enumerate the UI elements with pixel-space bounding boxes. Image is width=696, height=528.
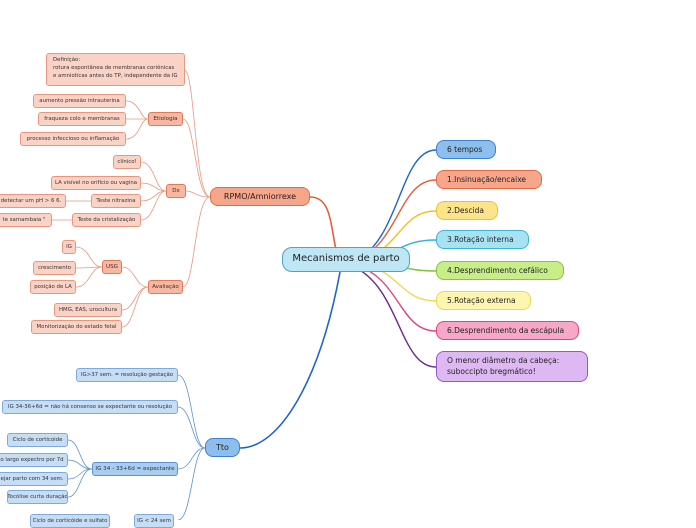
branch-rpmo[interactable]: RPMO/Amniorrexe xyxy=(210,187,310,206)
dx-node[interactable]: Dx xyxy=(166,184,186,198)
branch-rotacao-interna[interactable]: 3.Rotação interna xyxy=(436,230,529,249)
link-menor-diametro xyxy=(355,267,437,368)
link-6-tempos xyxy=(355,149,437,261)
link-rpmo xyxy=(309,196,337,251)
tto-ig34-33[interactable]: IG 34 - 33+6d = expectante xyxy=(92,462,178,476)
branch-desprendimento-cefalico[interactable]: 4.Desprendimento cefálico xyxy=(436,261,564,280)
tto-antibiotico[interactable]: o largo expectro por 7d xyxy=(0,453,68,467)
dx-la-visivel[interactable]: LA visível no orifício ou vagina xyxy=(51,176,141,190)
central-topic[interactable]: Mecanismos de parto xyxy=(282,247,410,272)
definicao-node[interactable]: Definição: rotura espontânea de membrana… xyxy=(46,53,185,86)
tto-bottom-right-partial[interactable]: IG < 24 sem xyxy=(134,514,174,528)
dx-clinico[interactable]: clínico! xyxy=(113,155,141,169)
tto-tocolise[interactable]: Tocólise curta duração xyxy=(7,490,68,504)
tto-ig34-36[interactable]: IG 34-36+6d = não há consenso se expecta… xyxy=(2,400,178,414)
etiologia-item-fraqueza[interactable]: fraqueza colo e membranas xyxy=(38,112,126,126)
branch-descida[interactable]: 2.Descida xyxy=(436,201,498,220)
definicao-line1: rotura espontânea de membranas coriônica… xyxy=(53,64,175,71)
etiologia-item-infeccioso[interactable]: processo infeccioso ou inflamação xyxy=(20,132,126,146)
branch-tto[interactable]: Tto xyxy=(205,438,240,457)
dx-cristalizacao-detail[interactable]: te samambaia " xyxy=(0,213,52,227)
dx-teste-cristalizacao[interactable]: Teste da cristalização xyxy=(72,213,141,227)
dx-teste-nitrazina[interactable]: Teste nitrazina xyxy=(91,194,141,208)
tto-corticoide[interactable]: Ciclo de corticoide xyxy=(7,433,68,447)
avaliacao-hmg[interactable]: HMG, EAS, urocultura xyxy=(54,303,122,317)
avaliacao-node[interactable]: Avaliação xyxy=(148,280,183,294)
etiologia-node[interactable]: Etiologia xyxy=(148,112,183,126)
usg-node[interactable]: USG xyxy=(102,260,122,274)
branch-6-tempos[interactable]: 6 tempos xyxy=(436,140,496,159)
link-tto xyxy=(239,271,341,449)
tto-bottom-left-partial[interactable]: Ciclo de corticóide e sulfato xyxy=(30,514,110,528)
branch-menor-diametro[interactable]: O menor diâmetro da cabeça: suboccipto b… xyxy=(436,351,588,382)
usg-ig[interactable]: IG xyxy=(62,240,76,254)
branch-rotacao-externa[interactable]: 5.Rotação externa xyxy=(436,291,531,310)
definicao-line2: e amnioticas antes do TP, independente d… xyxy=(53,72,178,79)
tto-parto-34[interactable]: ejar parto com 34 sem. xyxy=(0,472,68,486)
branch-desprendimento-escapula[interactable]: 6.Desprendimento da escápula xyxy=(436,321,579,340)
usg-crescimento[interactable]: crescimento xyxy=(33,261,76,275)
usg-posicao-la[interactable]: posição de LA xyxy=(30,280,76,294)
branch-insinuacao[interactable]: 1.Insinuação/encaixe xyxy=(436,170,542,189)
link-desprendimento-escapula xyxy=(357,265,437,332)
tto-ig37[interactable]: IG>37 sem. = resolução gestação xyxy=(76,368,178,382)
definicao-heading: Definição: xyxy=(53,57,81,63)
avaliacao-monitorizacao[interactable]: Monitorização do estado fetal xyxy=(31,320,122,334)
etiologia-item-pressao[interactable]: aumento pressão intrauterina xyxy=(33,94,126,108)
dx-nitrazina-detail[interactable]: detectar um pH > 6 6. xyxy=(0,194,66,208)
